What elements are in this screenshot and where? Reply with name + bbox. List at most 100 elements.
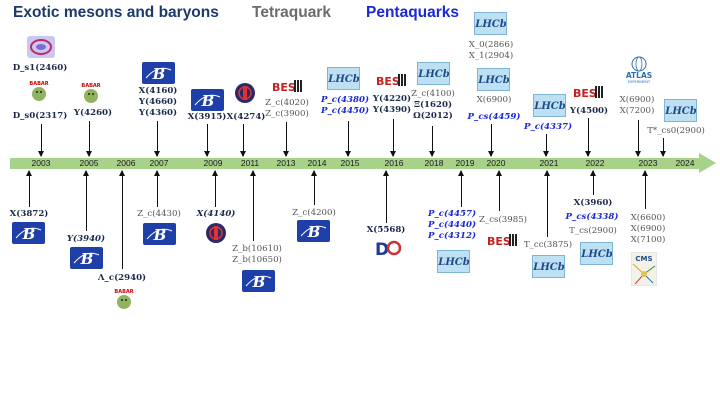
year-2023: 2023 <box>638 158 658 168</box>
lhcb-text: LHCb <box>665 106 696 117</box>
year-2014: 2014 <box>307 158 327 168</box>
label-xi1620: Ξ(1620) <box>413 100 453 110</box>
label-pc4457: P_c(4457) <box>427 209 477 219</box>
timeline-axis <box>10 158 700 169</box>
label-x3960: X(3960) <box>573 198 613 208</box>
label-zc4200: Z_c(4200) <box>292 208 336 218</box>
lhcb-logo-3: LHCb <box>474 12 507 35</box>
arrow-pc2015 <box>345 121 351 157</box>
label-x1-2904: X_1(2904) <box>468 51 514 61</box>
arrow-x3915 <box>204 124 210 157</box>
label-y4390: Y(4390) <box>372 105 412 115</box>
year-2015: 2015 <box>340 158 360 168</box>
timeline-arrowhead <box>699 153 716 173</box>
bes-text: BES <box>573 87 597 100</box>
cleo-logo <box>27 36 55 58</box>
label-y4220: Y(4220) <box>372 94 412 104</box>
label-x4160: X(4160) <box>138 86 178 96</box>
svg-text:B: B <box>201 92 215 110</box>
label-pc4312: P_c(4312) <box>427 231 477 241</box>
bes-text: BES <box>376 75 400 88</box>
lhcb-text: LHCb <box>533 262 564 273</box>
lhcb-logo-4: LHCb <box>477 68 510 91</box>
arrow-zc4430 <box>154 170 160 207</box>
babar-text: BABAR <box>114 289 133 295</box>
label-y4660: Y(4660) <box>138 97 178 107</box>
lhcb-text: LHCb <box>328 74 359 85</box>
year-2013: 2013 <box>276 158 296 168</box>
arrow-x4274 <box>240 124 246 157</box>
arrow-cms <box>642 170 648 209</box>
arrow-ds0-to-2003 <box>38 124 44 157</box>
cms-text: CMS <box>635 255 652 263</box>
arrow-2007 <box>154 121 160 157</box>
cleo-ring-icon <box>30 39 52 55</box>
arrow-2023 <box>635 120 641 157</box>
arrow-x3872 <box>26 170 32 207</box>
label-om2012: Ω(2012) <box>413 111 453 121</box>
arrow-y4500 <box>585 118 591 157</box>
lhcb-text: LHCb <box>475 19 506 30</box>
arrow-2018 <box>429 126 435 157</box>
label-group-2015: P_c(4380) P_c(4450) <box>321 95 369 117</box>
label-y3940: Y(3940) <box>66 234 106 244</box>
label-pc4440: P_c(4440) <box>427 220 477 230</box>
label-x4274: X(4274) <box>226 112 266 122</box>
label-group-cms: X(6600) X(6900) X(7100) <box>631 213 666 246</box>
label-pcs4459: P_cs(4459) <box>467 112 521 122</box>
label-zc4020: Z_c(4020) <box>265 98 309 108</box>
label-y4260: Y(4260) <box>73 108 113 118</box>
label-group-2007: X(4160) Y(4660) Y(4360) <box>139 86 178 119</box>
arrow-zb <box>250 170 256 241</box>
arrow-tcc3875 <box>544 170 550 237</box>
belle-logo-7: B <box>297 220 330 242</box>
svg-text:B: B <box>153 226 167 244</box>
lhcb-logo-8: LHCb <box>532 255 565 278</box>
label-x3872: X(3872) <box>9 209 49 219</box>
label-pc4450: P_c(4450) <box>320 106 370 116</box>
label-x7100: X(7100) <box>630 235 666 245</box>
babar-logo-1: BABAR <box>28 80 50 102</box>
arrow-x4140 <box>212 170 218 207</box>
year-2007: 2007 <box>149 158 169 168</box>
lhcb-logo-2: LHCb <box>417 62 450 85</box>
label-group-2023: X(6900) X(7200) <box>620 95 655 117</box>
label-tcc3875: T_cc(3875) <box>523 240 573 250</box>
belle-logo-6: B <box>242 270 275 292</box>
label-x5568: X(5568) <box>366 225 406 235</box>
arrow-tcs0 <box>660 138 666 157</box>
lhcb-logo-1: LHCb <box>327 67 360 90</box>
arrow-zcs3985 <box>496 170 502 211</box>
year-2003: 2003 <box>31 158 51 168</box>
label-zcs3985: Z_cs(3985) <box>478 215 528 225</box>
label-group-2020a: X_0(2866) X_1(2904) <box>469 40 513 62</box>
lhcb-text: LHCb <box>438 257 469 268</box>
label-group-2018: Z_c(4100) Ξ(1620) Ω(2012) <box>411 89 455 122</box>
label-x6900-2023: X(6900) <box>619 95 655 105</box>
arrow-zc3900 <box>283 122 289 157</box>
svg-text:B: B <box>252 273 266 291</box>
arrow-x5568 <box>383 170 389 223</box>
belle-logo-1: B <box>142 62 175 84</box>
arrow-y4260 <box>86 121 92 157</box>
bes-logo-3: BES <box>573 82 605 102</box>
bes-logo-1: BES <box>272 76 304 96</box>
label-zb10610: Z_b(10610) <box>232 244 282 254</box>
label-x0-2866: X_0(2866) <box>468 40 514 50</box>
cms-logo: CMS <box>630 251 658 287</box>
belle-logo-3: B <box>12 222 45 244</box>
arrow-pc2019 <box>458 170 464 207</box>
bes-logo-4: BES <box>487 230 519 250</box>
svg-text:B: B <box>152 65 166 83</box>
belle-logo-4: B <box>70 247 103 269</box>
year-2016: 2016 <box>384 158 404 168</box>
bes-text: BES <box>272 81 296 94</box>
bes-logo-2: BES <box>376 70 408 90</box>
lhcb-text: LHCb <box>581 249 612 260</box>
label-group-2019: P_c(4457) P_c(4440) P_c(4312) <box>428 209 476 242</box>
belle-logo-5: B <box>143 223 176 245</box>
label-group-zb: Z_b(10610) Z_b(10650) <box>232 244 282 266</box>
arrow-2022 <box>590 170 596 195</box>
label-x6600: X(6600) <box>630 213 666 223</box>
label-y4500: Y(4500) <box>569 106 609 116</box>
